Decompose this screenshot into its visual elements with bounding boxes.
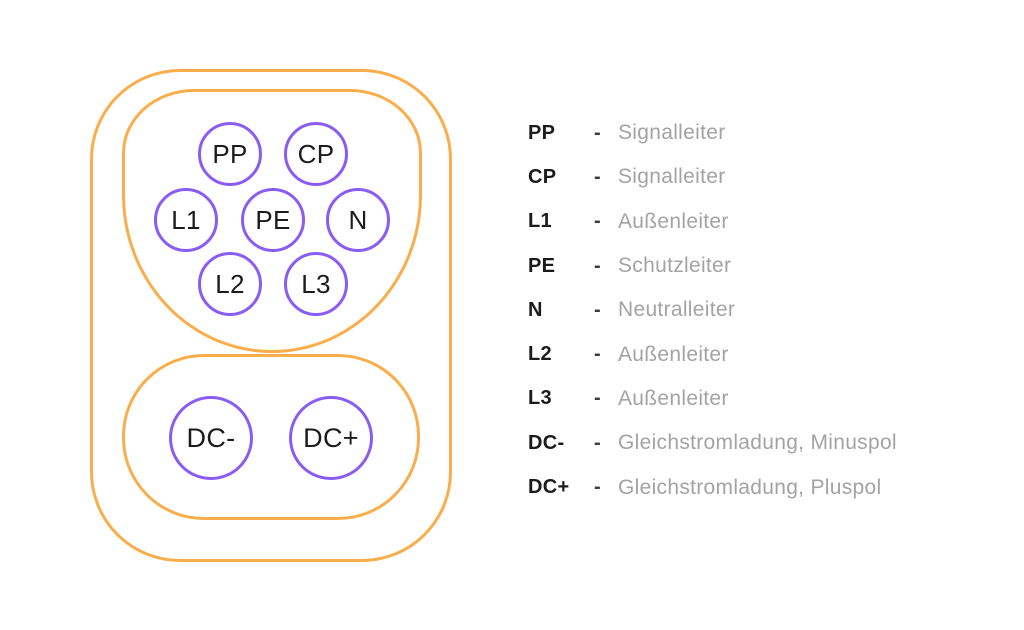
legend-description: Außenleiter bbox=[618, 342, 729, 366]
pin-l3: L3 bbox=[284, 252, 348, 316]
pin-n-label: N bbox=[348, 204, 368, 235]
pin-dc-plus-label: DC+ bbox=[303, 422, 359, 453]
legend-row-dc-plus: DC+ - Gleichstromladung, Pluspol bbox=[528, 465, 897, 509]
legend-separator: - bbox=[594, 165, 601, 188]
legend-separator: - bbox=[594, 254, 601, 277]
legend-pin-label: PE bbox=[528, 254, 556, 277]
legend-description: Neutralleiter bbox=[618, 298, 736, 322]
pin-pp-label: PP bbox=[212, 138, 248, 169]
legend-pin-label: PP bbox=[528, 121, 556, 144]
pin-cp-label: CP bbox=[297, 138, 335, 169]
legend-separator: - bbox=[594, 476, 601, 499]
legend-separator: - bbox=[594, 121, 601, 144]
pin-cp: CP bbox=[284, 122, 348, 186]
legend-description: Außenleiter bbox=[618, 386, 729, 410]
legend-row-l1: L1 - Außenleiter bbox=[528, 200, 897, 244]
pin-l1: L1 bbox=[154, 188, 218, 252]
dc-chamber-outline bbox=[122, 354, 420, 520]
legend-row-l2: L2 - Außenleiter bbox=[528, 332, 897, 376]
legend-separator: - bbox=[594, 387, 601, 410]
legend-row-pe: PE - Schutzleiter bbox=[528, 244, 897, 288]
legend-description: Gleichstromladung, Minuspol bbox=[618, 431, 897, 455]
legend-separator: - bbox=[594, 210, 601, 233]
pin-pe: PE bbox=[241, 188, 305, 252]
pin-l2-label: L2 bbox=[215, 268, 245, 299]
legend-row-n: N - Neutralleiter bbox=[528, 288, 897, 332]
legend-pin-label: DC- bbox=[528, 431, 565, 454]
pin-n: N bbox=[326, 188, 390, 252]
pin-dc-plus: DC+ bbox=[289, 396, 373, 480]
legend-pin-label: CP bbox=[528, 165, 557, 188]
legend-pin-label: N bbox=[528, 298, 543, 321]
legend-row-l3: L3 - Außenleiter bbox=[528, 377, 897, 421]
pin-l1-label: L1 bbox=[171, 204, 201, 235]
legend-separator: - bbox=[594, 343, 601, 366]
connector-outer-outline bbox=[90, 69, 452, 562]
pin-l2: L2 bbox=[198, 252, 262, 316]
pin-pp: PP bbox=[198, 122, 262, 186]
legend-separator: - bbox=[594, 431, 601, 454]
pin-dc-minus-label: DC- bbox=[186, 422, 236, 453]
legend-pin-label: L1 bbox=[528, 210, 552, 233]
pin-pe-label: PE bbox=[255, 204, 291, 235]
pin-l3-label: L3 bbox=[301, 268, 331, 299]
legend-separator: - bbox=[594, 298, 601, 321]
legend-description: Gleichstromladung, Pluspol bbox=[618, 475, 882, 499]
legend-row-dc-minus: DC- - Gleichstromladung, Minuspol bbox=[528, 421, 897, 465]
ccs2-connector-diagram: PP CP L1 PE N L2 L3 DC- DC+ bbox=[90, 69, 452, 562]
legend-row-pp: PP - Signalleiter bbox=[528, 111, 897, 155]
legend-row-cp: CP - Signalleiter bbox=[528, 155, 897, 199]
legend-description: Signalleiter bbox=[618, 165, 726, 189]
legend-description: Signalleiter bbox=[618, 121, 726, 145]
legend-description: Außenleiter bbox=[618, 209, 729, 233]
legend-pin-label: L2 bbox=[528, 343, 552, 366]
legend-description: Schutzleiter bbox=[618, 254, 732, 278]
legend-pin-label: DC+ bbox=[528, 476, 570, 499]
pin-legend: PP - Signalleiter CP - Signalleiter L1 -… bbox=[528, 111, 897, 510]
pin-dc-minus: DC- bbox=[169, 396, 253, 480]
legend-pin-label: L3 bbox=[528, 387, 552, 410]
